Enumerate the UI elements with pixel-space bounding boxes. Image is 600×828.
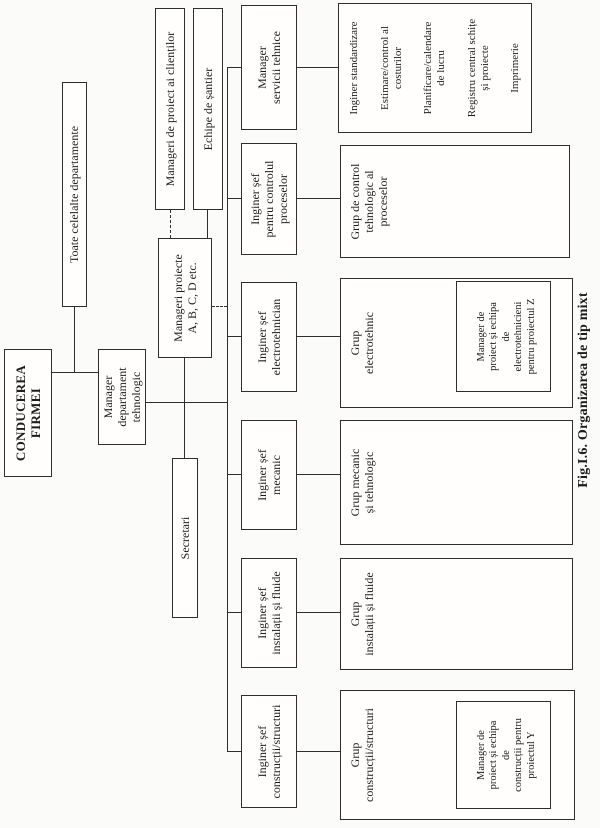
node-label: Manageri de proiect ai clienților	[162, 31, 177, 187]
connector-project-managers-dashed	[212, 306, 227, 307]
connector-stub	[297, 67, 338, 68]
node-project-team-y: Manager de proiect și echipa de construc…	[456, 701, 551, 809]
node-chief-process-control: Inginer șef pentru controlul proceselor	[241, 143, 297, 255]
node-label: Grup construcții/structuri	[348, 708, 377, 802]
node-label: Inginer șef construcții/structuri	[254, 704, 283, 799]
connector-stub	[227, 751, 241, 752]
service-item: Inginer standardizare	[348, 21, 360, 115]
connector-other-departments	[74, 307, 75, 373]
node-site-teams: Echipe de șantier	[193, 8, 223, 210]
connector-root-drop	[52, 372, 98, 373]
connector-main-bus	[227, 68, 228, 752]
service-item: Registru central schițe și proiecte	[465, 18, 491, 118]
connector-stub	[227, 612, 241, 613]
node-label: Grup electrotehnic	[348, 312, 377, 374]
node-label: Inginer șef mecanic	[254, 449, 283, 501]
service-item: Planificare/calendare de lucru	[422, 21, 447, 115]
connector-stub	[297, 612, 340, 613]
node-secretaries: Secretari	[172, 458, 198, 618]
connector-site-teams	[207, 210, 208, 238]
node-label: Grup mecanic și tehnologic	[348, 448, 377, 517]
node-label: Inginer șef instalații și fluide	[254, 571, 283, 655]
node-group-electrical: Grup electrotehnic Manager de proiect și…	[340, 278, 573, 408]
node-label: Manageri proiecte A, B, C, D etc.	[170, 254, 199, 342]
connector-stub	[227, 336, 241, 337]
service-item: Estimare/control al costurilor	[378, 26, 404, 110]
node-label: Toate celelalte departamente	[67, 125, 82, 264]
node-label: Echipe de șantier	[200, 67, 215, 151]
connector-manager-drop	[146, 402, 227, 403]
node-label: Manager de proiect și echipa de construc…	[475, 718, 537, 792]
node-label: Manager departament tehnologic	[100, 367, 144, 427]
node-group-structures: Grup construcții/structuri Manager de pr…	[340, 690, 575, 820]
node-chief-installations: Inginer șef instalații și fluide	[241, 558, 297, 668]
service-item: Imprimerie	[509, 43, 522, 93]
node-label: Secretari	[177, 516, 192, 560]
connector-stub	[227, 474, 241, 475]
node-label: Manager de proiect și echipa de electrot…	[475, 298, 537, 375]
node-chief-mechanical: Inginer șef mecanic	[241, 420, 297, 530]
connector-client-managers-dashed	[170, 210, 171, 238]
connector-stub	[297, 474, 340, 475]
connector-stub	[297, 336, 340, 337]
node-label: Inginer șef electrotehnician	[254, 298, 283, 376]
node-project-team-z: Manager de proiect și echipa de electrot…	[456, 281, 551, 392]
connector-stub	[227, 198, 241, 199]
node-project-managers: Manageri proiecte A, B, C, D etc.	[158, 238, 212, 358]
connector-stub	[297, 751, 340, 752]
connector-secretaries-chain	[184, 358, 185, 458]
connector-stub	[227, 67, 241, 68]
node-chief-electrical: Inginer șef electrotehnician	[241, 282, 297, 392]
node-chief-structures: Inginer șef construcții/structuri	[241, 695, 297, 808]
node-company-management: CONDUCEREA FIRMEI	[4, 349, 52, 477]
node-label: Inginer șef pentru controlul proceselor	[247, 160, 291, 238]
node-label: Grup instalații și fluide	[348, 572, 377, 656]
node-client-project-managers: Manageri de proiect ai clienților	[155, 8, 185, 210]
node-group-mechanical: Grup mecanic și tehnologic	[340, 420, 573, 545]
node-label: Grup de control tehnologic al proceselor	[348, 163, 391, 240]
connector-stub	[297, 198, 340, 199]
node-technical-services-manager: Manager servicii tehnice	[241, 5, 297, 130]
node-technical-services-list: Inginer standardizare Estimare/control a…	[338, 3, 532, 133]
node-other-departments: Toate celelalte departamente	[62, 82, 87, 307]
node-label: CONDUCEREA FIRMEI	[12, 364, 43, 462]
node-group-installations: Grup instalații și fluide	[340, 558, 573, 670]
node-group-process-control: Grup de control tehnologic al proceselor	[340, 145, 570, 258]
node-tech-dept-manager: Manager departament tehnologic	[98, 349, 146, 445]
figure-caption: Fig.I.6. Organizarea de tip mixt	[576, 292, 591, 488]
node-label: Manager servicii tehnice	[254, 31, 283, 104]
